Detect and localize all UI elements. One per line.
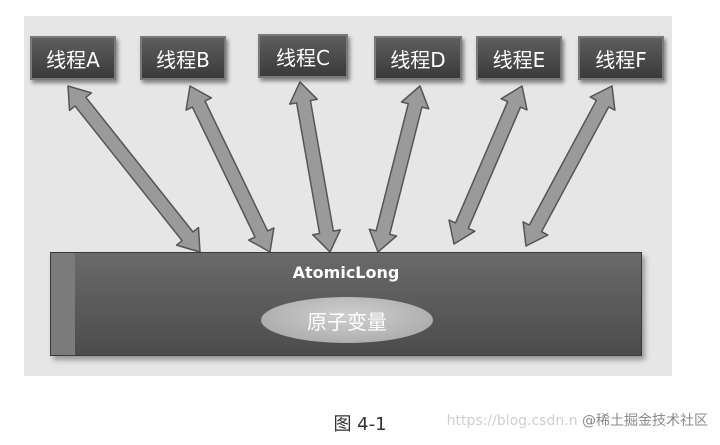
thread-b-box: 线程B — [140, 36, 226, 80]
thread-arrow-b — [185, 85, 275, 253]
thread-d-label: 线程D — [390, 47, 446, 72]
thread-arrow-d — [368, 85, 430, 253]
thread-e-box: 线程E — [476, 36, 562, 80]
thread-arrow-e — [448, 85, 528, 245]
atomiclong-box-side — [51, 253, 75, 355]
thread-c-box: 线程C — [258, 34, 348, 78]
watermark-url: https://blog.csdn.n — [446, 413, 578, 429]
figure-caption: 图 4-1 — [333, 414, 387, 435]
atomic-variable-ellipse: 原子变量 — [261, 297, 433, 343]
thread-arrow-a — [67, 85, 201, 253]
thread-e-label: 线程E — [492, 47, 546, 72]
thread-a-label: 线程A — [46, 47, 100, 72]
thread-a-box: 线程A — [30, 36, 116, 80]
thread-arrow-c — [288, 81, 342, 253]
thread-c-label: 线程C — [276, 45, 330, 70]
thread-f-box: 线程F — [578, 36, 664, 80]
watermark: https://blog.csdn.n @稀土掘金技术社区 — [447, 410, 708, 430]
thread-d-box: 线程D — [374, 36, 462, 80]
thread-arrow-f — [522, 85, 616, 247]
atomiclong-title: AtomicLong — [292, 263, 400, 282]
thread-b-label: 线程B — [156, 47, 210, 72]
watermark-brand: @稀土掘金技术社区 — [582, 413, 708, 429]
thread-f-label: 线程F — [595, 47, 647, 72]
atomiclong-box: AtomicLong 原子变量 — [50, 252, 642, 356]
